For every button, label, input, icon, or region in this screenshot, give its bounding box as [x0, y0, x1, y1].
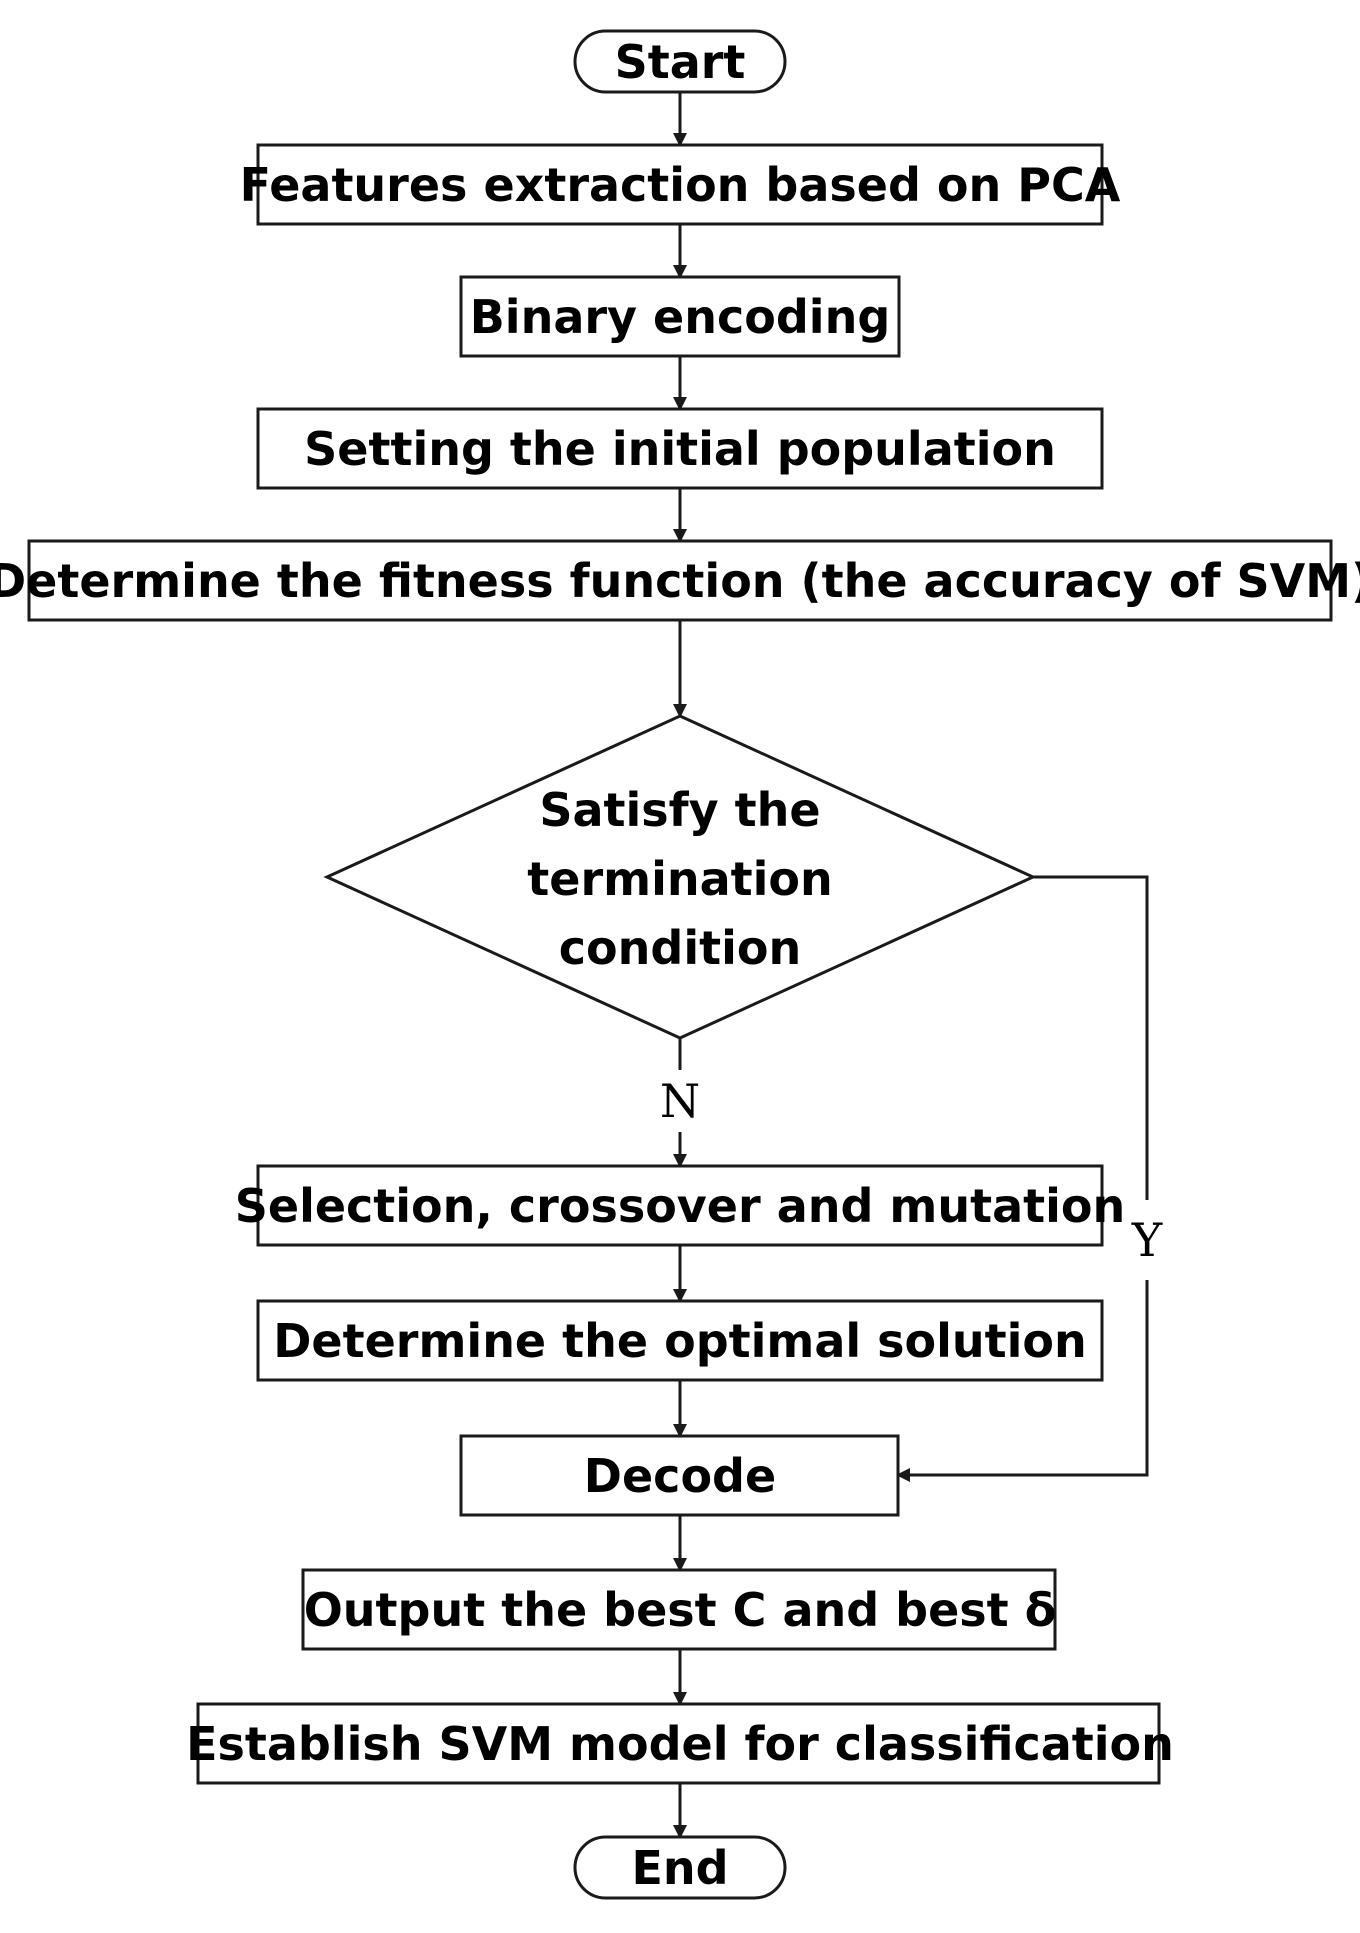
end-label: End: [631, 1841, 728, 1895]
arrow-decision-yes-upper: [1033, 875, 1149, 1200]
step-binary-encoding: Binary encoding: [459, 275, 901, 358]
step-selection-crossover-mutation: Selection, crossover and mutation: [235, 1164, 1126, 1247]
step-initial-population-label: Setting the initial population: [304, 422, 1056, 476]
end-terminal: End: [573, 1835, 787, 1900]
arrow-decision-yes-lower: [896, 1280, 1149, 1482]
decision-line-2: termination: [527, 852, 832, 906]
decision-line-3: condition: [559, 921, 801, 975]
step-initial-population: Setting the initial population: [256, 407, 1104, 490]
start-label: Start: [615, 35, 746, 89]
step-decode-label: Decode: [584, 1449, 776, 1503]
step-binary-encoding-label: Binary encoding: [470, 290, 891, 344]
step-establish-svm: Establish SVM model for classification: [186, 1702, 1174, 1785]
decision-yes-label: Y: [1131, 1213, 1163, 1267]
step-output-best: Output the best C and best δ: [301, 1568, 1057, 1651]
decision-termination: Satisfy the termination condition: [323, 714, 1037, 1040]
step-output-best-label: Output the best C and best δ: [304, 1583, 1057, 1637]
decision-no-label: N: [660, 1074, 700, 1128]
step-establish-svm-label: Establish SVM model for classification: [186, 1717, 1174, 1771]
step-pca-label: Features extraction based on PCA: [240, 158, 1121, 212]
connectors: [673, 92, 1149, 1839]
step-decode: Decode: [459, 1434, 900, 1517]
step-pca: Features extraction based on PCA: [240, 143, 1121, 226]
decision-line-1: Satisfy the: [539, 783, 820, 837]
start-terminal: Start: [573, 29, 787, 94]
step-optimal-solution: Determine the optimal solution: [256, 1299, 1104, 1382]
step-optimal-solution-label: Determine the optimal solution: [273, 1314, 1087, 1368]
step-fitness-function-label: Determine the fitness function (the accu…: [0, 554, 1360, 608]
step-selection-crossover-mutation-label: Selection, crossover and mutation: [235, 1179, 1126, 1233]
step-fitness-function: Determine the fitness function (the accu…: [0, 539, 1360, 622]
